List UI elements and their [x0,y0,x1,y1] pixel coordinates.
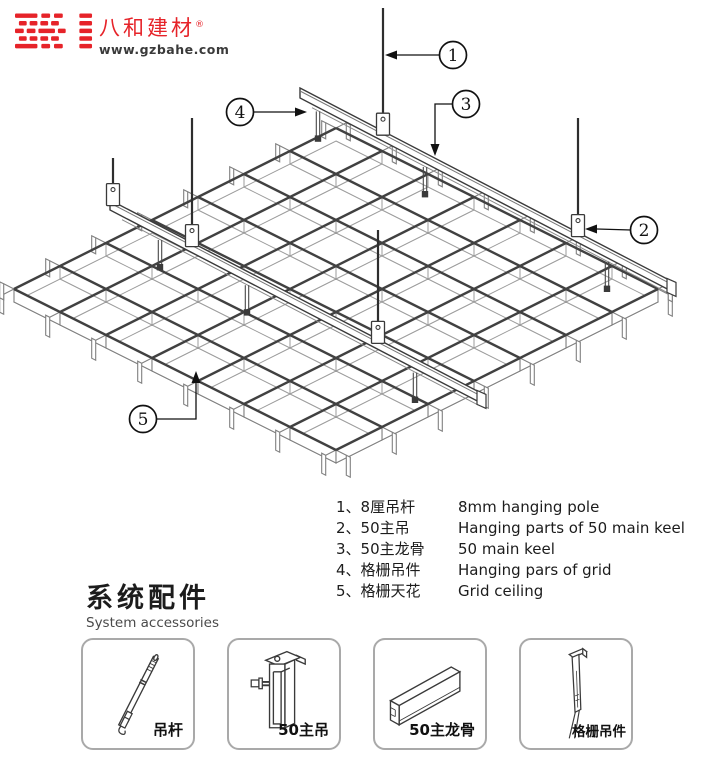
main-hanger-drawing [250,650,306,729]
callout-2: 2 [585,215,659,245]
callout-1: 1 [385,40,468,70]
accessory-card-main-hanger: 50主吊 [227,638,341,750]
accessory-label: 50主龙骨 [409,721,475,739]
grid-ceiling [0,119,673,479]
bahe-logo-mark [15,13,93,49]
brand-name: 八和建材® [99,16,204,40]
accessory-card-hanging-rod: 吊杆 [81,638,195,750]
website-url: www.gzbahe.com [99,42,230,57]
grid-hanger-drawing [568,647,588,739]
callout-1-number: 1 [448,46,459,66]
legend-item: 4、格栅吊件 Hanging pars of grid [336,561,612,579]
main-keel-drawing [389,666,462,727]
accessory-label: 50主吊 [278,721,329,739]
legend-item: 5、格栅天花 Grid ceiling [336,582,544,600]
logo: 八和建材® www.gzbahe.com [15,13,229,57]
accessory-label: 格栅吊件 [572,724,626,740]
accessory-card-grid-hanger: 格栅吊件 [519,638,633,750]
accessories-title-en: System accessories [86,615,220,631]
hanging-rod-drawing [117,654,160,735]
callout-4: 4 [225,97,307,127]
callouts: 1 2 3 4 [128,40,659,434]
accessories-title-cn: 系统配件 [86,583,210,614]
legend-item: 1、8厘吊杆 8mm hanging pole [336,498,600,516]
accessory-cards: 吊杆 50主吊 [81,638,633,750]
callout-5-number: 5 [138,410,149,430]
callout-5: 5 [128,371,201,434]
callout-3-number: 3 [461,95,472,115]
legend-item: 2、50主吊 Hanging parts of 50 main keel [336,519,685,537]
legend-item: 3、50主龙骨 50 main keel [336,540,555,558]
accessory-card-main-keel: 50主龙骨 [373,638,487,750]
callout-3: 3 [430,89,481,156]
accessories-heading: 系统配件 System accessories [86,583,220,632]
callout-4-number: 4 [235,103,246,123]
parts-legend: 1、8厘吊杆 8mm hanging pole 2、50主吊 Hanging p… [336,497,685,602]
keels-rods-hangers [105,8,677,410]
registered-mark: ® [195,20,204,30]
accessory-label: 吊杆 [152,721,183,739]
callout-2-number: 2 [639,221,650,241]
